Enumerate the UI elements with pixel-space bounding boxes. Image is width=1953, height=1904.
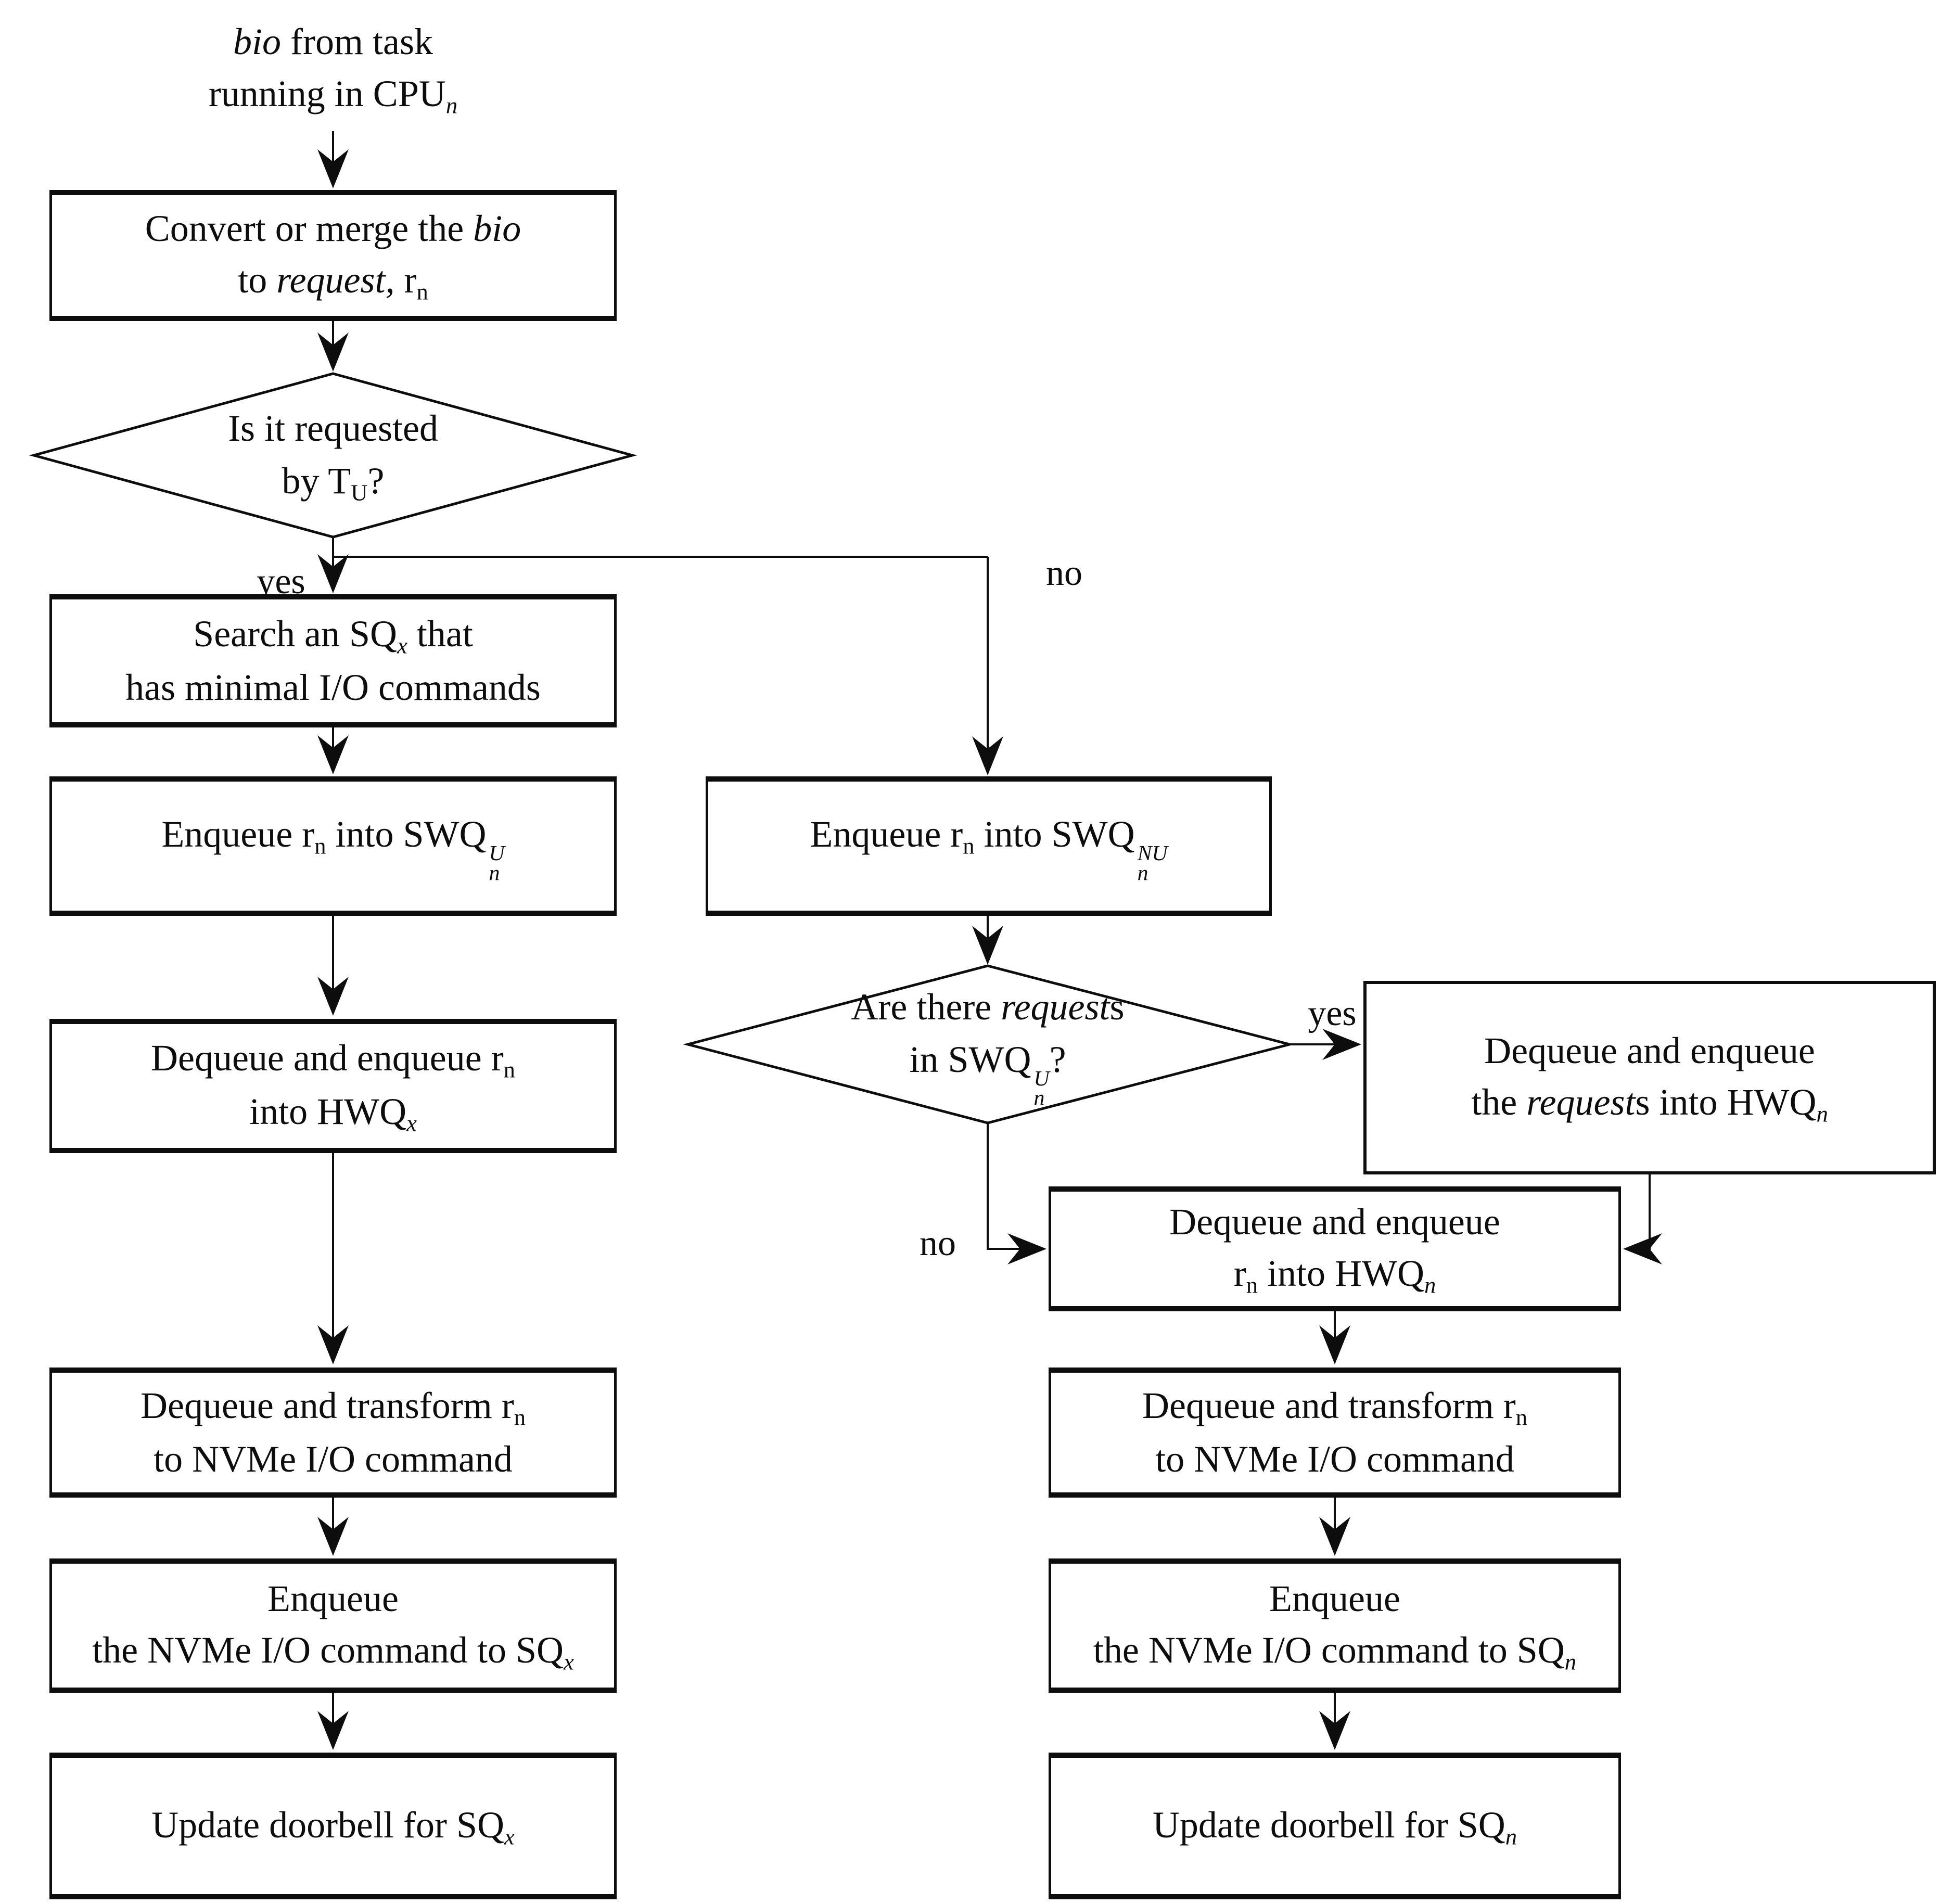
- arrowhead: [317, 1517, 349, 1556]
- edge-far-box-loop: [1645, 1174, 1651, 1250]
- decision-diamond-swqu-shape: [683, 964, 1295, 1124]
- arrowhead: [317, 149, 349, 188]
- decision-diamond-tu-shape: [29, 372, 637, 539]
- arrowhead: [972, 736, 1003, 775]
- node-update-doorbell-sqn: Update doorbell for SQn: [1049, 1753, 1621, 1899]
- arrowhead: [1319, 1325, 1350, 1364]
- node-update-doorbell-sqx: Update doorbell for SQx: [49, 1753, 617, 1899]
- arrowhead: [972, 926, 1003, 965]
- arrowhead: [317, 977, 349, 1016]
- arrowhead: [1623, 1233, 1662, 1264]
- edge-no2-path: [987, 1123, 1024, 1250]
- arrowhead: [1319, 1517, 1350, 1556]
- arrowhead: [317, 1325, 349, 1364]
- edge-label-yes-mid: yes: [1308, 993, 1357, 1033]
- arrowhead: [317, 554, 349, 593]
- arrowhead: [317, 735, 349, 774]
- edge-label-no-top: no: [1046, 553, 1082, 593]
- arrowhead: [1322, 1029, 1361, 1060]
- edge-label-no-mid: no: [920, 1223, 956, 1263]
- arrowhead: [317, 333, 349, 372]
- arrowhead: [317, 1711, 349, 1750]
- arrowhead: [1007, 1233, 1046, 1264]
- arrowhead: [1319, 1711, 1350, 1750]
